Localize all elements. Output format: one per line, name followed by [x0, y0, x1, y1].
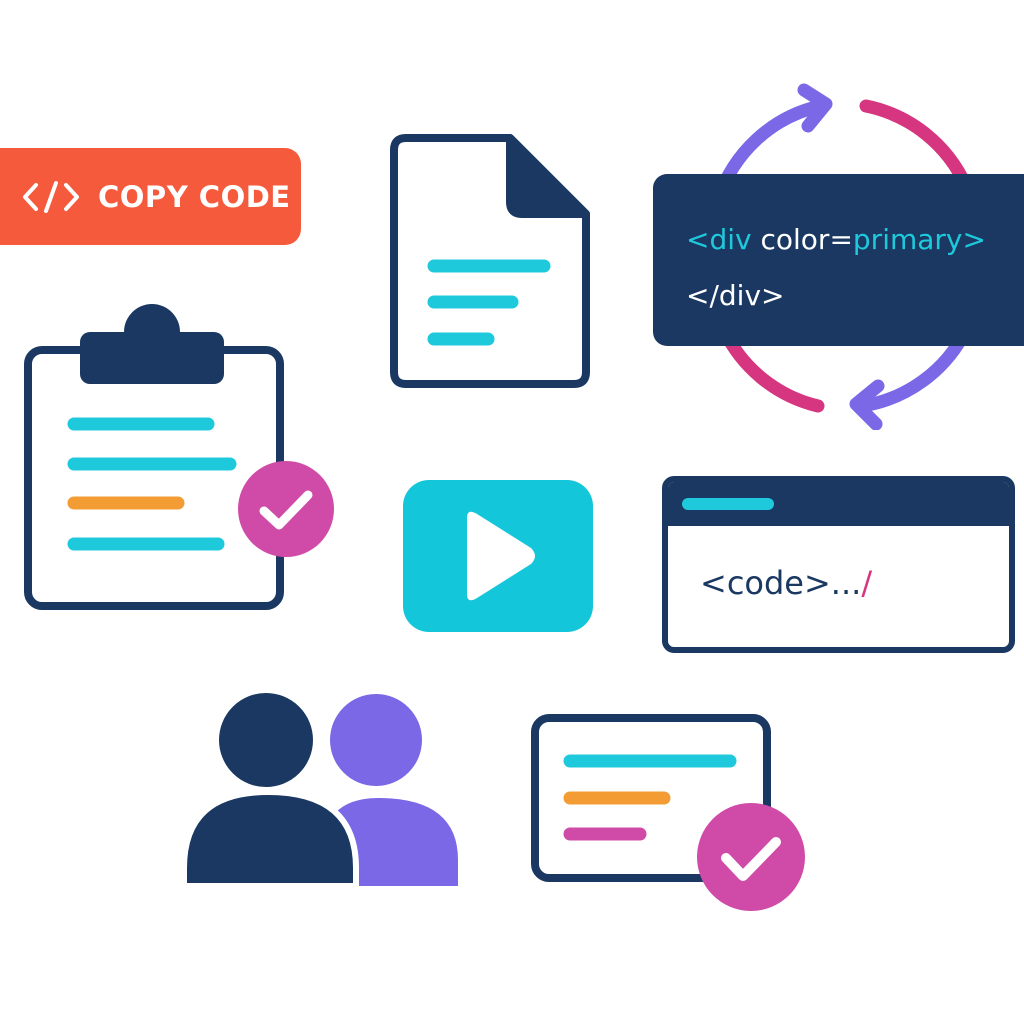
- code-close-tag: </div>: [686, 279, 785, 312]
- code-brackets-icon: [23, 180, 79, 213]
- code-line-1: <div color=primary>: [686, 212, 1024, 268]
- clipboard-icon: [24, 304, 284, 610]
- address-bar: [682, 498, 774, 510]
- copy-code-label: COPY CODE: [98, 179, 291, 214]
- users-icon: [182, 690, 458, 889]
- code-attribute: color=: [751, 223, 853, 256]
- code-attribute-value: primary>: [852, 223, 986, 256]
- play-icon: [467, 511, 535, 601]
- code-snippet-panel: <div color=primary> </div>: [653, 174, 1024, 346]
- browser-title-bar: [668, 482, 1009, 526]
- check-badge-icon: [697, 803, 805, 911]
- snippet-slash: /: [861, 564, 873, 602]
- code-line-2: </div>: [686, 268, 1024, 324]
- play-button[interactable]: [403, 480, 593, 632]
- copy-code-button[interactable]: COPY CODE: [0, 148, 301, 245]
- snippet-text: <code>...: [700, 564, 862, 602]
- browser-code-snippet: <code>.../: [700, 564, 872, 602]
- browser-window: <code>.../: [662, 476, 1015, 653]
- code-open-tag: <div: [686, 223, 752, 256]
- check-badge-icon: [238, 461, 334, 557]
- document-icon: [390, 134, 590, 388]
